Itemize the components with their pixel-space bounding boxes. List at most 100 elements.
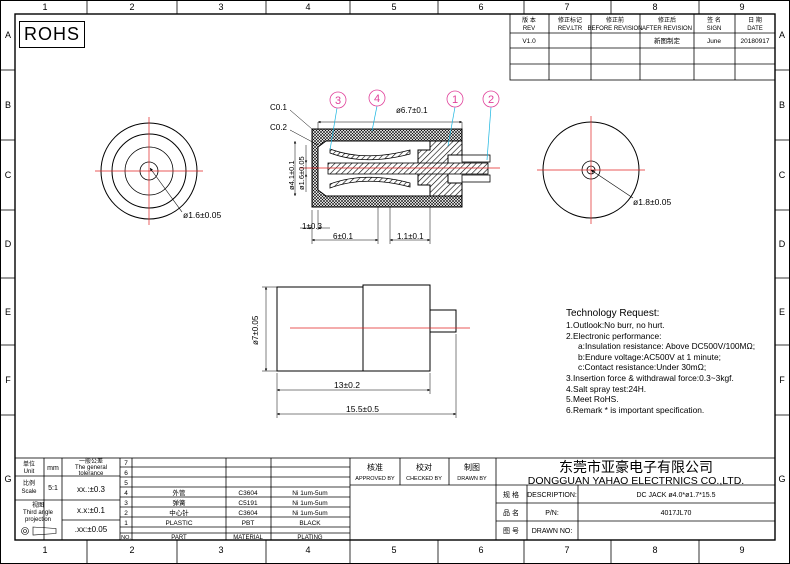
rev-header-en: SIGN bbox=[707, 26, 722, 32]
pn-label-cn: 品 名 bbox=[503, 508, 519, 517]
bom-part: PLASTIC bbox=[165, 520, 192, 527]
bom-no: 3 bbox=[124, 500, 128, 507]
rev-header-en: REV bbox=[523, 26, 535, 32]
bom-head-material: MATERIAL bbox=[233, 535, 263, 541]
checked-en: CHECKED BY bbox=[406, 476, 442, 482]
desc-label-en: DESCRIPTION: bbox=[527, 492, 577, 499]
approved-cn: 核准 bbox=[367, 462, 383, 472]
bom-no: 1 bbox=[124, 520, 128, 527]
desc-label-cn: 规 格 bbox=[503, 490, 519, 499]
bom-material: PBT bbox=[242, 520, 255, 527]
col-label: 8 bbox=[652, 545, 657, 555]
dwg-label-cn: 图 号 bbox=[503, 527, 519, 535]
row-label: F bbox=[779, 375, 785, 385]
title-block-lines bbox=[14, 457, 776, 541]
unit-label-en: Unit bbox=[24, 469, 35, 475]
dim-center-pin: ø1.6±0.05 bbox=[183, 210, 221, 220]
col-label: 4 bbox=[305, 545, 310, 555]
tech-line: a:Insulation resistance: Above DC500V/10… bbox=[578, 341, 756, 352]
dim-155: 15.5±0.5 bbox=[346, 404, 379, 414]
rev-header-cn: 日 期 bbox=[748, 16, 762, 24]
rev-header-en: BEFORE REVISION bbox=[587, 26, 642, 32]
rev-cell: 新图制定 bbox=[654, 36, 681, 45]
col-label: 9 bbox=[739, 545, 744, 555]
rev-header-cn: 修正标记 bbox=[558, 16, 582, 24]
side-view: ø7±0.05 13±0.2 15.5±0.5 bbox=[251, 284, 470, 418]
bom-head-no: NO. bbox=[121, 535, 131, 541]
company-name-cn: 东莞市亚豪电子有限公司 bbox=[559, 459, 713, 475]
row-label: C bbox=[5, 170, 12, 180]
signature-block: 核准 APPROVED BY 校对 CHECKED BY 制图 DRAWN BY bbox=[355, 462, 487, 482]
tol-label-cn: 一般公差 bbox=[79, 457, 103, 465]
revision-row: V1.0 新图制定 June 20180917 bbox=[522, 36, 770, 45]
rohs-badge: ROHS bbox=[19, 21, 85, 48]
bom-part: 中心针 bbox=[169, 508, 189, 517]
bom-table: 7 6 5 4 3 2 1 外管 弹簧 中心针 PLASTIC C3604 C5… bbox=[121, 460, 328, 541]
bom-head-part: PART bbox=[171, 535, 187, 541]
col-label: 5 bbox=[391, 545, 396, 555]
col-label: 6 bbox=[478, 545, 483, 555]
technology-request: Technology Request: 1.Outlook:No burr, n… bbox=[566, 308, 781, 415]
tech-line: 4.Salt spray test:24H. bbox=[566, 383, 647, 394]
tech-line: b:Endure voltage:AC500V at 1 minute; bbox=[578, 351, 721, 362]
row-label: D bbox=[5, 239, 12, 249]
col-label: 8 bbox=[652, 2, 657, 12]
tech-line: 6.Remark * is important specification. bbox=[566, 404, 705, 415]
col-label: 2 bbox=[129, 2, 134, 12]
bom-no: 6 bbox=[124, 470, 128, 477]
bom-no: 2 bbox=[124, 510, 128, 517]
projection-symbol-icon bbox=[21, 526, 57, 536]
callout-2: 2 bbox=[488, 94, 494, 106]
checked-cn: 校对 bbox=[416, 462, 432, 472]
col-label: 1 bbox=[42, 545, 47, 555]
revision-headers: 版 本 REV 修正标记 REV.LTR 修正前 BEFORE REVISION… bbox=[522, 16, 763, 32]
callout-1: 1 bbox=[452, 94, 458, 106]
bom-plating: Ni 1um-5um bbox=[292, 500, 327, 507]
scale-label-en: Scale bbox=[21, 489, 37, 495]
bom-material: C3604 bbox=[238, 510, 258, 517]
rev-header-en: REV.LTR bbox=[558, 26, 583, 32]
dim-13: 13±0.2 bbox=[334, 380, 360, 390]
pn-label-en: P/N: bbox=[545, 510, 559, 517]
grid-labels: 1 2 3 4 5 6 7 8 9 1 2 3 4 5 6 7 8 9 A B … bbox=[4, 2, 785, 555]
rev-header-cn: 修正前 bbox=[606, 16, 624, 24]
title-block-left: 单位 Unit mm 比例 Scale 5:1 视图 Third angle p… bbox=[21, 457, 107, 534]
dim-11: 1.1±0.1 bbox=[397, 232, 424, 241]
col-label: 3 bbox=[218, 545, 223, 555]
bom-material: C3604 bbox=[238, 490, 258, 497]
rev-cell: June bbox=[707, 38, 721, 45]
dim-chamfer-02: C0.2 bbox=[270, 123, 287, 132]
tech-line: 1.Outlook:No burr, no hurt. bbox=[566, 320, 665, 330]
scale-label-cn: 比例 bbox=[23, 479, 35, 487]
callout-3: 3 bbox=[335, 95, 341, 107]
dim-1-03: 1±0.3 bbox=[302, 222, 323, 231]
dim-6: 6±0.1 bbox=[333, 232, 354, 241]
left-end-view: ø1.6±0.05 bbox=[95, 117, 221, 225]
right-end-view: ø1.8±0.05 bbox=[537, 116, 671, 224]
bom-plating: BLACK bbox=[299, 520, 321, 527]
row-label: E bbox=[779, 307, 785, 317]
bom-part: 外管 bbox=[173, 488, 187, 497]
row-label: G bbox=[4, 474, 11, 484]
bom-no: 5 bbox=[124, 480, 128, 487]
tol-dotxx: .xx:±0.05 bbox=[75, 525, 108, 534]
drawn-en: DRAWN BY bbox=[457, 476, 487, 482]
col-label: 2 bbox=[129, 545, 134, 555]
section-view: 3 4 1 2 C0.1 C0.2 ø6.7±0.1 1±0.3 6±0.1 1… bbox=[270, 89, 500, 244]
row-label: D bbox=[779, 239, 786, 249]
drawn-cn: 制图 bbox=[464, 462, 480, 472]
pn-value: 4017JL70 bbox=[661, 510, 692, 517]
bom-part: 弹簧 bbox=[173, 498, 187, 507]
rev-cell: V1.0 bbox=[522, 38, 536, 45]
dim-inner-dia: ø4.1±0.1 bbox=[287, 160, 296, 190]
tol-label-en: tolerance bbox=[79, 471, 104, 477]
proj-label-cn: 视图 bbox=[32, 501, 44, 509]
callout-4: 4 bbox=[374, 93, 380, 105]
tech-title: Technology Request: bbox=[566, 308, 660, 319]
dim-body-dia: ø7±0.05 bbox=[251, 315, 260, 345]
rev-header-cn: 签 名 bbox=[707, 16, 721, 24]
bom-material: C5191 bbox=[238, 500, 258, 507]
proj-label-en: Third angle bbox=[23, 510, 54, 516]
col-label: 7 bbox=[564, 2, 569, 12]
bom-plating: Ni 1um-5um bbox=[292, 490, 327, 497]
